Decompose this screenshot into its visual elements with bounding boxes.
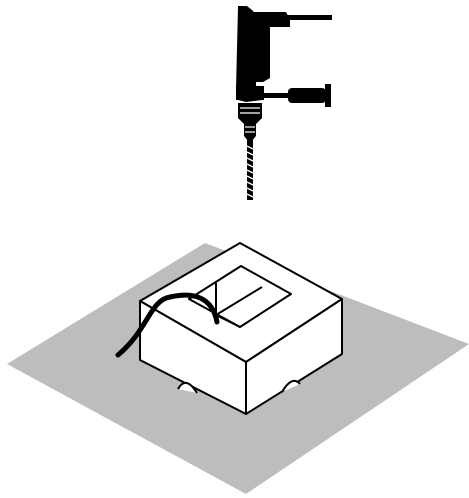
knockout-left xyxy=(177,382,198,394)
drill-top-rod xyxy=(284,15,332,20)
cable xyxy=(115,292,220,358)
box-inner-wall-back xyxy=(215,286,263,316)
drill-bit-flutes xyxy=(246,145,254,198)
drill-chuck xyxy=(238,103,262,142)
mounting-box xyxy=(139,242,343,415)
drill-chuck-rings xyxy=(240,107,260,133)
drill-body xyxy=(236,6,290,102)
box-right-face xyxy=(245,298,343,415)
knockout-right xyxy=(281,379,301,393)
drill xyxy=(236,6,332,200)
drill-bit xyxy=(247,140,253,200)
drill-side-handle-cap xyxy=(325,84,331,107)
drill-side-handle-bar xyxy=(262,93,292,98)
drill-side-handle-grip xyxy=(288,88,326,103)
drill-grip-lower xyxy=(236,86,264,100)
